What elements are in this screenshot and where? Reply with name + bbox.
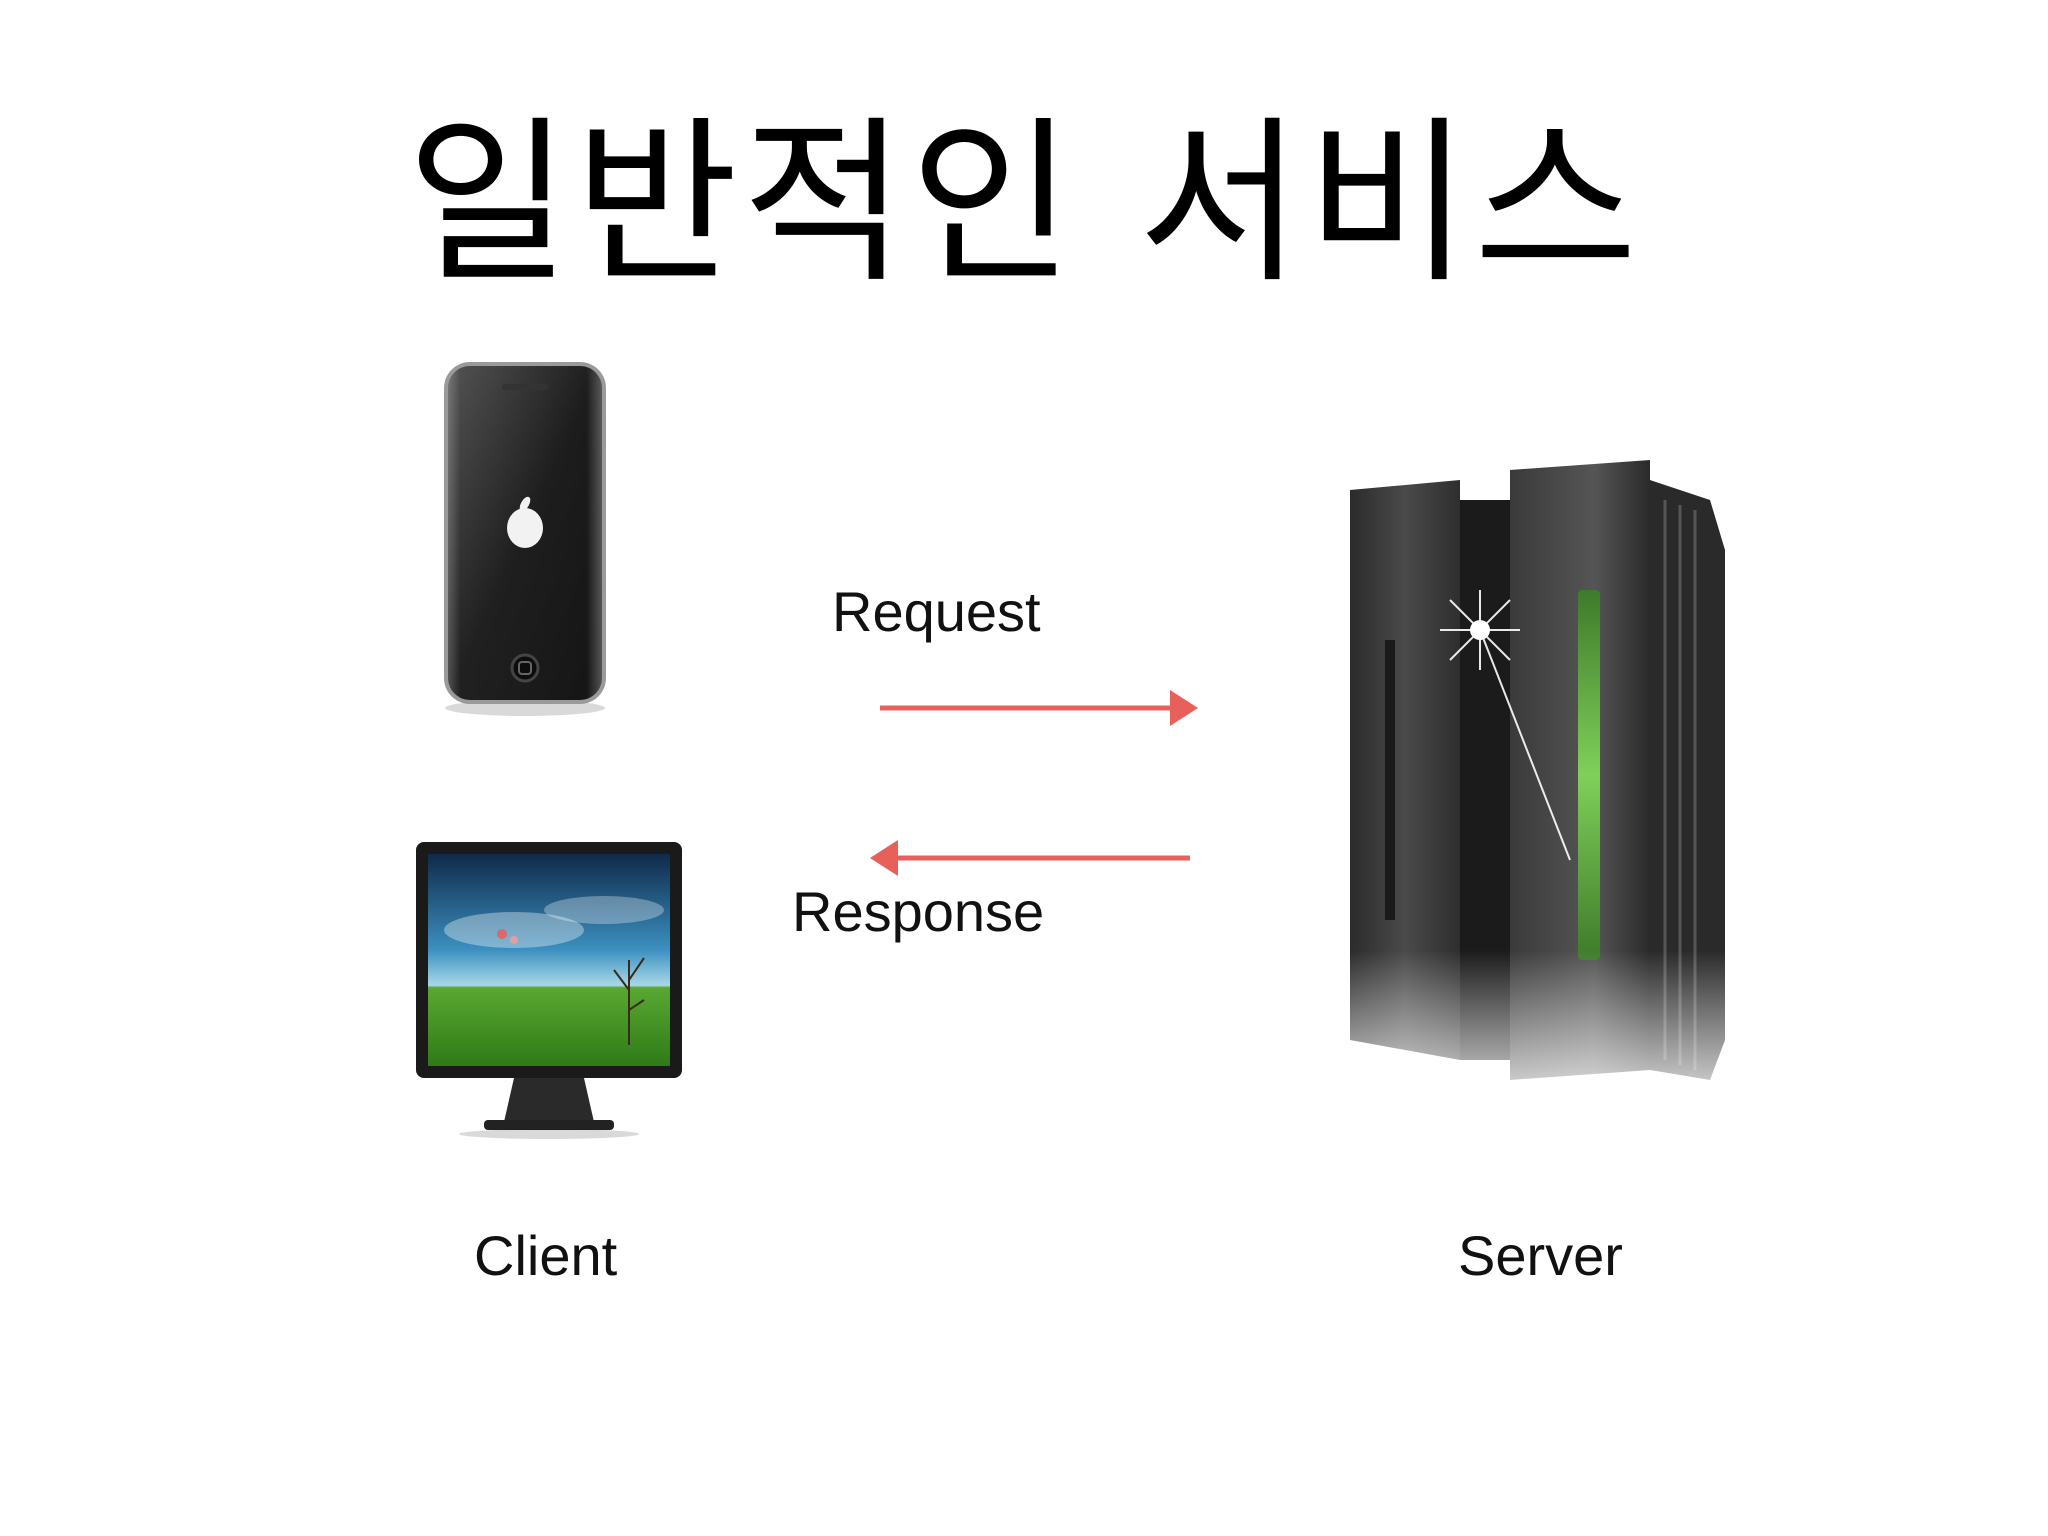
client-label: Client — [474, 1224, 618, 1287]
request-arrow-icon — [880, 690, 1198, 726]
response-label: Response — [792, 880, 1045, 943]
desktop-monitor-icon — [416, 842, 682, 1139]
request-response-arrows — [870, 690, 1198, 876]
server-rack-icon — [1330, 440, 1750, 1120]
response-arrow-icon — [870, 840, 1190, 876]
slide-title: 일반적인 서비스 — [406, 100, 1642, 307]
server-label: Server — [1458, 1224, 1623, 1287]
request-label: Request — [832, 580, 1041, 643]
smartphone-icon — [444, 362, 606, 716]
